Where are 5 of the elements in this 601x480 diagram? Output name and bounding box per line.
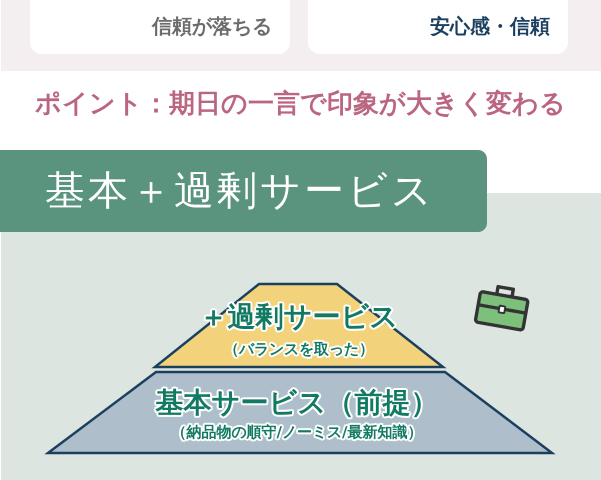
point-note: ポイント：期日の一言で印象が大きく変わる <box>35 89 566 119</box>
section-header <box>0 150 487 232</box>
card-text: 信頼が落ちる <box>152 14 272 38</box>
header-title: 基本＋過剰サービス <box>45 169 435 213</box>
card-text: 安心感・信頼 <box>430 14 550 38</box>
